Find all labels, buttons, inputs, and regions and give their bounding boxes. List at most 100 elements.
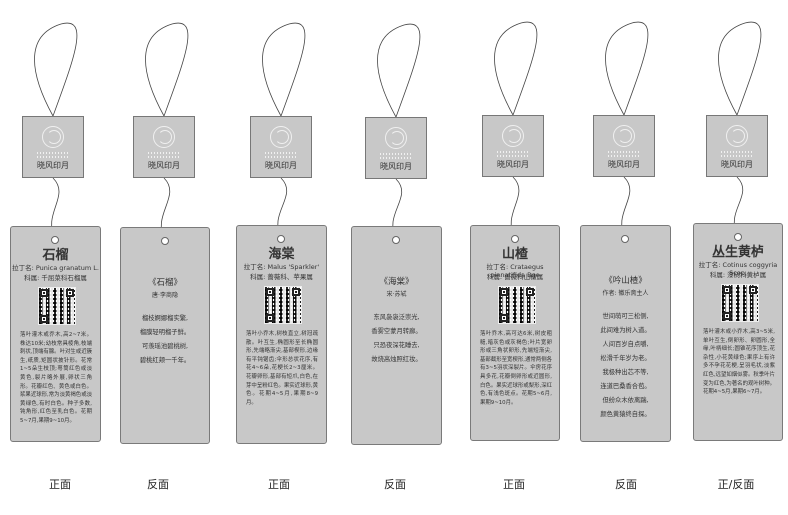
qr-finder: [66, 289, 74, 297]
brand-card: 晓风印月: [250, 116, 312, 178]
poem-author: 唐·李商隐: [152, 292, 178, 299]
plant-family: 科属: 蔷薇科山楂属: [486, 273, 544, 281]
plant-description: 落叶乔木,高可达6米,树皮粗糙,暗灰色或灰褐色;叶片宽卵形或三角状卵形,先端短渐…: [480, 331, 552, 406]
back-card: 《石榴》唐·李商隐榴枝婀娜榴实繁,榴膜轻明榴子鲜。可羡瑶池碧桃树,碧桃红颊一千年…: [120, 227, 210, 444]
brand-logo-icon: [385, 127, 407, 149]
poem-line: 只恐夜深花睡去,: [373, 342, 420, 349]
qr-code-icon[interactable]: [264, 286, 302, 324]
qr-code-icon[interactable]: [721, 284, 759, 322]
side-caption: 反面: [147, 478, 169, 491]
latin-name: 拉丁名: Cotinus coggyria Scop.: [698, 261, 778, 277]
punch-hole: [277, 235, 285, 243]
poem-line: 人间百岁自点嚼,: [602, 341, 649, 348]
brand-dots: [721, 151, 753, 153]
side-caption: 正面: [268, 478, 290, 491]
brand-dots: [721, 155, 753, 157]
brand-name: 晓风印月: [380, 162, 412, 171]
punch-hole: [392, 236, 400, 244]
brand-name: 晓风印月: [37, 161, 69, 170]
qr-finder: [292, 288, 300, 296]
brand-name: 晓风印月: [497, 160, 529, 169]
poem-line: 此间难为树入道。: [600, 327, 651, 334]
poem-line: 榴膜轻明榴子鲜。: [139, 329, 191, 336]
front-card: 丛生黄栌拉丁名: Cotinus coggyria Scop.科属: 漆树科黄栌…: [693, 223, 783, 441]
side-caption: 反面: [384, 478, 406, 491]
plant-title: 山楂: [501, 247, 528, 262]
poem-text: 东风袅袅泛崇光, 香雾空蒙月转廊。只恐夜深花睡去, 故烧高烛照红妆。: [352, 311, 441, 367]
brand-dots: [608, 155, 640, 157]
brand-logo-icon: [613, 125, 635, 147]
brand-logo-icon: [270, 126, 292, 148]
plant-title: 石榴: [42, 248, 69, 263]
plant-family: 科属: 千屈菜科石榴属: [24, 274, 87, 282]
poem-title: 《石榴》: [147, 278, 182, 288]
plant-description: 落叶灌木或小乔木,高3~5米,单叶互生,倒卵形、卵圆形,全缘,叶柄细长;圆锥花序…: [703, 329, 775, 396]
brand-name: 晓风印月: [721, 160, 753, 169]
plant-title: 丛生黄栌: [711, 245, 764, 260]
qr-finder: [723, 312, 731, 320]
brand-card: 晓风印月: [365, 117, 427, 179]
back-card: 《海棠》宋·苏轼东风袅袅泛崇光, 香雾空蒙月转廊。只恐夜深花睡去, 故烧高烛照红妆。: [351, 226, 442, 445]
brand-card: 晓风印月: [482, 115, 544, 177]
poem-line: 连道巴桑香合苞。: [600, 383, 651, 390]
punch-hole: [511, 235, 519, 243]
brand-dots: [148, 156, 180, 158]
brand-card: 晓风印月: [593, 115, 655, 177]
plant-title: 海棠: [268, 247, 295, 262]
side-caption: 反面: [615, 478, 637, 491]
front-card: 海棠拉丁名: Malus 'Sparkler'科属: 蔷薇科、苹果属落叶小乔木,…: [236, 225, 327, 444]
plant-family: 科属: 蔷薇科、苹果属: [250, 273, 313, 281]
poem-author: 作者: 徽乐斋主人: [602, 290, 649, 297]
brand-dots: [497, 151, 529, 153]
qr-code-icon[interactable]: [498, 286, 536, 324]
brand-dots: [497, 155, 529, 157]
qr-finder: [749, 286, 757, 294]
qr-finder: [526, 288, 534, 296]
poem-line: 香雾空蒙月转廊。: [371, 328, 422, 335]
poem-text: 世间萌可三松侧,此间难为树入道。人间百岁自点嚼,松滑千年岁为老。我极种出芯不等,…: [581, 310, 670, 422]
brand-dots: [148, 152, 180, 154]
qr-finder: [40, 315, 48, 323]
plant-description: 落叶小乔木,树枝直立,树冠疏散。叶互生,椭圆形至长椭圆形,先端略渐尖,基部楔形,…: [246, 331, 318, 406]
brand-dots: [37, 152, 69, 154]
side-caption: 正/反面: [717, 478, 755, 491]
brand-logo-icon: [42, 126, 64, 148]
poem-line: 但纷众木依离踹,: [602, 397, 649, 404]
plant-family: 科属: 漆树科黄栌属: [709, 271, 767, 279]
poem-line: 松滑千年岁为老。: [600, 355, 651, 362]
brand-name: 晓风印月: [148, 161, 180, 170]
punch-hole: [161, 237, 169, 245]
qr-finder: [723, 286, 731, 294]
latin-name: 拉丁名: Punica granatum L.: [12, 264, 99, 272]
brand-name: 晓风印月: [608, 160, 640, 169]
poem-line: 碧桃红颊一千年。: [139, 357, 191, 364]
punch-hole: [734, 233, 742, 241]
brand-dots: [608, 151, 640, 153]
punch-hole: [621, 235, 629, 243]
qr-finder: [266, 288, 274, 296]
brand-logo-icon: [502, 125, 524, 147]
poem-line: 可羡瑶池碧桃树,: [141, 343, 189, 350]
brand-dots: [265, 156, 297, 158]
qr-finder: [266, 314, 274, 322]
brand-card: 晓风印月: [706, 115, 768, 177]
brand-card: 晓风印月: [22, 116, 84, 178]
back-card: 《吟山楂》作者: 徽乐斋主人世间萌可三松侧,此间难为树入道。人间百岁自点嚼,松滑…: [580, 225, 671, 442]
brand-dots: [265, 152, 297, 154]
qr-finder: [500, 288, 508, 296]
poem-text: 榴枝婀娜榴实繁,榴膜轻明榴子鲜。可羡瑶池碧桃树,碧桃红颊一千年。: [121, 312, 209, 368]
poem-line: 故烧高烛照红妆。: [371, 356, 422, 363]
poem-line: 东风袅袅泛崇光,: [373, 314, 420, 321]
poem-line: 颜色黄猿终自探。: [600, 411, 651, 418]
latin-name: 拉丁名: Crataegus pinnatifida Bge: [486, 263, 544, 279]
brand-name: 晓风印月: [265, 161, 297, 170]
side-caption: 正面: [503, 478, 525, 491]
side-caption: 正面: [49, 478, 71, 491]
front-card: 石榴拉丁名: Punica granatum L.科属: 千屈菜科石榴属落叶灌木…: [10, 226, 101, 442]
qr-code-icon[interactable]: [38, 287, 76, 325]
poem-line: 世间萌可三松侧,: [602, 313, 649, 320]
qr-finder: [40, 289, 48, 297]
poem-title: 《海棠》: [379, 277, 414, 287]
poem-author: 宋·苏轼: [386, 291, 407, 298]
